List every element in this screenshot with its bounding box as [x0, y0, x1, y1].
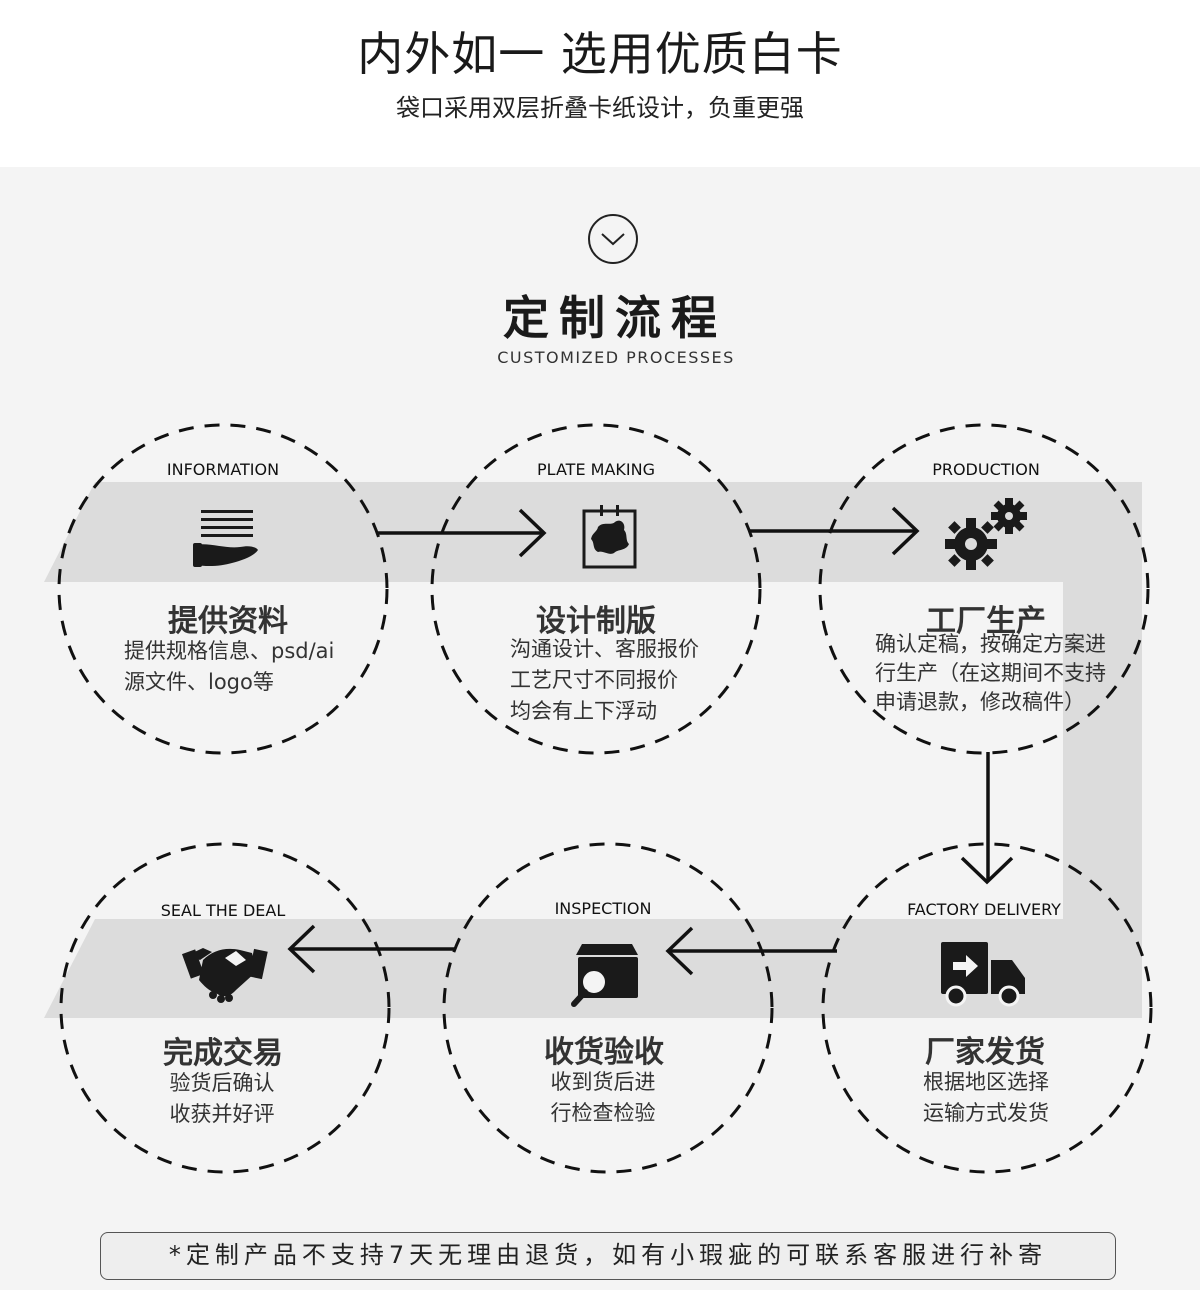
flow-band	[44, 482, 1142, 1018]
step-title-inspection: 收货验收	[544, 1035, 664, 1070]
desc-line: 收获并好评	[169, 1102, 275, 1126]
step-circle-production	[818, 423, 1150, 755]
desc-line: 源文件、logo等	[124, 670, 274, 694]
delivery-truck-icon	[941, 942, 1025, 1007]
arrow-down	[960, 752, 1014, 885]
desc-line: 申请退款，修改稿件）	[875, 690, 1085, 714]
header-section: 内外如一 选用优质白卡 袋口采用双层折叠卡纸设计，负重更强	[0, 0, 1200, 167]
desc-line: 收到货后进	[550, 1070, 656, 1094]
chevron-down-icon[interactable]	[588, 214, 638, 264]
desc-line: 根据地区选择	[923, 1070, 1049, 1094]
step-title-factory-delivery: 厂家发货	[925, 1035, 1045, 1070]
step-circle-information	[57, 423, 389, 755]
arrow-right-2	[750, 506, 920, 556]
step-circle-plate-making	[430, 423, 762, 755]
hand-document-icon	[193, 510, 258, 567]
desc-line: 工艺尺寸不同报价	[510, 668, 678, 692]
footer-note: *定制产品不支持7天无理由退货，如有小瑕疵的可联系客服进行补寄	[100, 1232, 1116, 1280]
desc-line: 沟通设计、客服报价	[510, 637, 699, 661]
desc-line: 均会有上下浮动	[510, 699, 657, 723]
step-label-en-information: INFORMATION	[166, 460, 280, 479]
step-label-en-plate-making: PLATE MAKING	[537, 460, 655, 479]
step-title-plate-making: 设计制版	[536, 604, 656, 639]
section-subtitle: CUSTOMIZED PROCESSES	[497, 348, 735, 367]
step-title-information: 提供资料	[168, 604, 288, 639]
desc-line: 运输方式发货	[923, 1101, 1049, 1125]
desc-line: 提供规格信息、psd/ai	[124, 639, 335, 663]
process-panel	[0, 167, 1200, 1290]
step-desc-plate-making: 沟通设计、客服报价 工艺尺寸不同报价 均会有上下浮动	[510, 634, 730, 727]
design-board-icon	[582, 505, 637, 569]
step-label-en-production: PRODUCTION	[932, 460, 1040, 479]
desc-line: 确认定稿，按确定方案进	[875, 632, 1106, 656]
step-label-en-inspection: INSPECTION	[554, 899, 652, 918]
step-title-seal-the-deal: 完成交易	[163, 1036, 283, 1071]
step-circle-inspection	[442, 842, 774, 1174]
desc-line: 验货后确认	[169, 1071, 275, 1095]
step-desc-production: 确认定稿，按确定方案进 行生产（在这期间不支持 申请退款，修改稿件）	[875, 630, 1125, 717]
arrow-right-1	[378, 508, 547, 558]
step-label-en-factory-delivery: FACTORY DELIVERY	[907, 900, 1061, 919]
step-desc-inspection: 收到货后进 行检查检验	[503, 1067, 703, 1129]
desc-line: 行检查检验	[550, 1101, 656, 1125]
header-title: 内外如一 选用优质白卡	[357, 27, 843, 81]
step-title-production: 工厂生产	[926, 604, 1046, 639]
desc-line: 行生产（在这期间不支持	[875, 661, 1106, 685]
arrow-left-1	[665, 926, 837, 976]
step-desc-seal-the-deal: 验货后确认 收获并好评	[122, 1068, 322, 1130]
step-circle-factory-delivery	[821, 842, 1153, 1174]
box-magnifier-icon	[571, 944, 638, 1007]
header-subtitle: 袋口采用双层折叠卡纸设计，负重更强	[396, 94, 804, 122]
step-label-en-seal-the-deal: SEAL THE DEAL	[160, 901, 286, 920]
section-title: 定制流程	[503, 291, 727, 345]
step-desc-factory-delivery: 根据地区选择 运输方式发货	[886, 1067, 1086, 1129]
arrow-left-2	[287, 924, 455, 974]
step-desc-information: 提供规格信息、psd/ai 源文件、logo等	[104, 636, 374, 698]
step-circle-seal-the-deal	[59, 842, 391, 1174]
handshake-icon	[181, 948, 268, 1003]
